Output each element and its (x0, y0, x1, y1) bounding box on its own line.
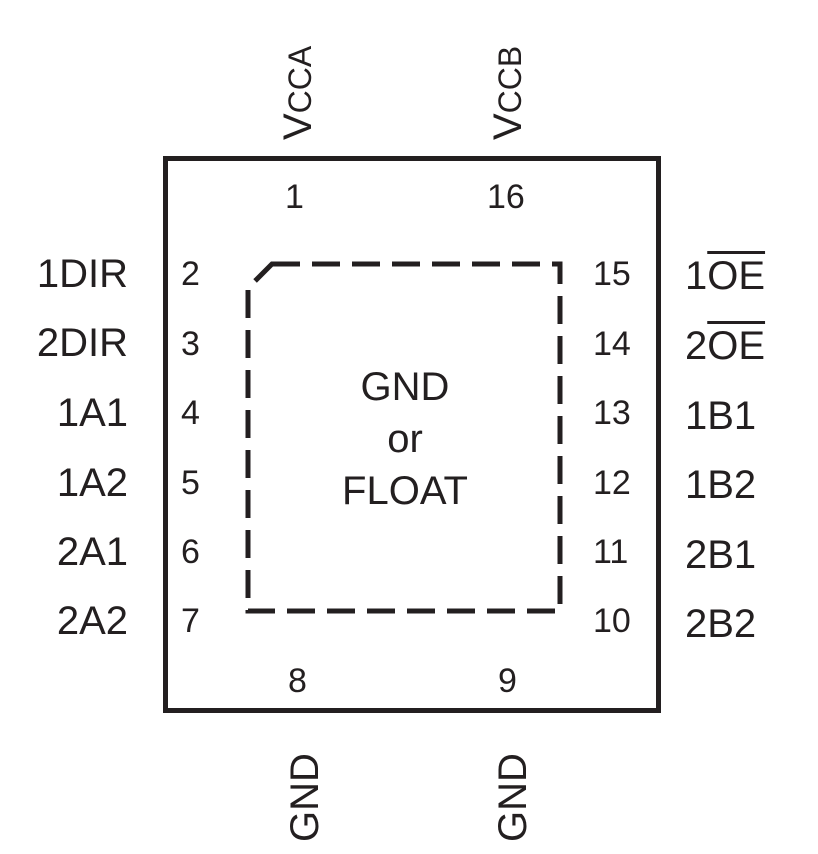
pin-number-7: 7 (181, 602, 200, 640)
signal-1b2: 1B2 (685, 463, 757, 507)
vccb-label: VCCB (486, 45, 530, 140)
signal-2dir: 2DIR (36, 321, 128, 365)
pin-number-12: 12 (593, 464, 631, 502)
signal-2a1: 2A1 (56, 530, 128, 574)
pin-number-4: 4 (181, 394, 200, 432)
gnd-left-label: GND (283, 753, 327, 842)
signal-2b2: 2B2 (685, 602, 757, 646)
thermal-pad-label-float: FLOAT (342, 469, 468, 513)
pin-number-16: 16 (487, 178, 525, 216)
pin-number-8: 8 (288, 662, 307, 700)
pin-number-10: 10 (593, 602, 631, 640)
pin-number-15: 15 (593, 255, 631, 293)
signal-1a1: 1A1 (56, 391, 128, 435)
signal-1oe: 1OE (685, 254, 766, 298)
signal-2b1: 2B1 (685, 533, 757, 577)
pin-number-11: 11 (593, 533, 629, 571)
thermal-pad-label-gnd: GND (360, 365, 450, 409)
signal-1a2: 1A2 (56, 461, 128, 505)
signal-2oe: 2OE (685, 324, 766, 368)
thermal-pad-label-or: or (387, 417, 423, 461)
pin-number-13: 13 (593, 394, 631, 432)
pin-number-3: 3 (181, 325, 200, 363)
pin-number-14: 14 (593, 325, 631, 363)
pin-number-1: 1 (285, 178, 304, 216)
package-outline (163, 156, 661, 713)
pin-number-5: 5 (181, 464, 200, 502)
pin-number-2: 2 (181, 255, 200, 293)
signal-1dir: 1DIR (36, 252, 128, 296)
signal-2a2: 2A2 (56, 599, 128, 643)
pin-number-9: 9 (498, 662, 517, 700)
signal-1b1: 1B1 (685, 394, 757, 438)
gnd-right-label: GND (491, 753, 535, 842)
pin-number-6: 6 (181, 533, 200, 571)
vcca-label: VCCA (276, 45, 320, 140)
